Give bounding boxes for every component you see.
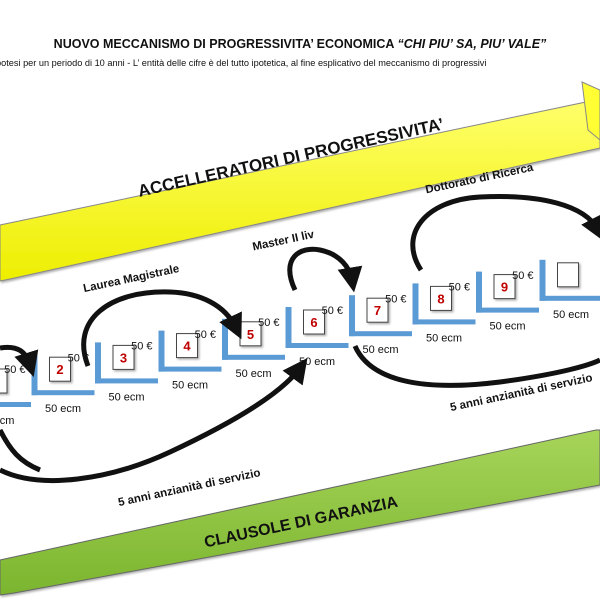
step-money: 50 € <box>258 317 279 329</box>
step-8: 8 50 € 50 ecm <box>385 283 476 344</box>
step-tread <box>349 331 412 337</box>
step-number: 2 <box>56 362 63 377</box>
step-number-box <box>176 333 198 359</box>
step-ecm: 50 ecm <box>45 403 81 415</box>
step-tread <box>95 378 158 384</box>
step-5: 5 50 € 50 ecm <box>195 318 285 380</box>
step-riser <box>476 271 482 313</box>
seniority-arrow-left-tail <box>0 428 41 473</box>
step-number-box <box>557 262 579 288</box>
step-money: 50 € <box>449 282 470 294</box>
seniority-arrow-right <box>352 344 600 388</box>
step-number: 9 <box>501 280 508 295</box>
step-money: 50 € <box>4 364 25 376</box>
step-3: 3 50 € 50 ecm <box>68 342 158 403</box>
step-money: 50 € <box>512 270 533 282</box>
step-tread <box>0 402 31 407</box>
step-number-box <box>303 309 325 335</box>
guarantee-banner <box>0 429 600 596</box>
step-tread <box>158 366 222 372</box>
step-ecm: 50 ecm <box>553 309 589 321</box>
step-7: 7 50 € 50 ecm <box>322 295 412 356</box>
laurea-arrow <box>81 289 242 367</box>
accelerators-arrowhead <box>581 81 600 141</box>
step-money: 50 € <box>322 305 343 317</box>
step-ecm: 50 ecm <box>235 368 271 380</box>
step-riser <box>31 354 38 396</box>
step-tread <box>285 343 349 348</box>
step-riser <box>539 259 546 301</box>
step-ecm: 50 ecm <box>299 356 335 368</box>
step-riser <box>349 295 355 337</box>
step-money: 50 € <box>195 329 216 341</box>
diagram-title: NUOVO MECCANISMO DI PROGRESSIVITA’ ECONO… <box>0 37 600 51</box>
step-10: 50 € 50 ecm <box>512 259 600 321</box>
step-1: 10 €0 ecm <box>0 368 31 427</box>
step-number-box <box>0 368 8 394</box>
step-number-box <box>430 285 452 311</box>
seniority-arrow-entry <box>0 344 39 377</box>
step-ecm: 50 ecm <box>172 380 208 392</box>
step-ecm: 0 ecm <box>0 415 14 427</box>
step-ecm: 50 ecm <box>489 321 525 333</box>
diagram-subtitle: potesi per un periodo di 10 anni - L’ en… <box>0 58 487 68</box>
step-riser <box>95 342 101 384</box>
step-tread <box>222 354 285 360</box>
step-money: 50 € <box>131 341 152 353</box>
step-number: 7 <box>374 303 381 318</box>
step-tread <box>412 319 476 325</box>
step-number: 8 <box>437 291 444 306</box>
step-tread <box>31 390 95 396</box>
step-number: 5 <box>247 327 254 342</box>
step-riser <box>412 283 419 325</box>
step-tread <box>476 307 539 313</box>
step-number-box <box>112 344 135 370</box>
master-arrow <box>287 246 363 293</box>
step-9: 9 50 € 50 ecm <box>449 271 539 333</box>
step-number-box <box>49 356 71 382</box>
step-ecm: 50 ecm <box>426 332 462 344</box>
step-4: 4 50 € 50 ecm <box>131 330 222 392</box>
step-number-box <box>493 274 516 300</box>
seniority-arrow-left <box>0 357 308 483</box>
step-money: 50 € <box>385 293 406 305</box>
step-number: 6 <box>310 315 317 330</box>
step-ecm: 50 ecm <box>108 391 144 403</box>
step-riser <box>222 318 228 360</box>
step-6: 6 50 € 50 ecm <box>258 307 349 368</box>
step-riser <box>285 307 292 348</box>
step-riser <box>158 330 165 372</box>
dottorato-arrow <box>410 194 600 272</box>
step-ecm: 50 ecm <box>362 344 398 356</box>
step-number-box <box>366 297 389 323</box>
step-number: 3 <box>120 350 127 365</box>
step-number: 4 <box>183 339 191 354</box>
title-main: NUOVO MECCANISMO DI PROGRESSIVITA’ ECONO… <box>53 37 398 51</box>
step-tread <box>539 295 600 301</box>
seniority-label-left: 5 anni anzianità di servizio <box>117 467 261 509</box>
title-motto: “CHI PIU’ SA, PIU’ VALE” <box>397 37 547 51</box>
